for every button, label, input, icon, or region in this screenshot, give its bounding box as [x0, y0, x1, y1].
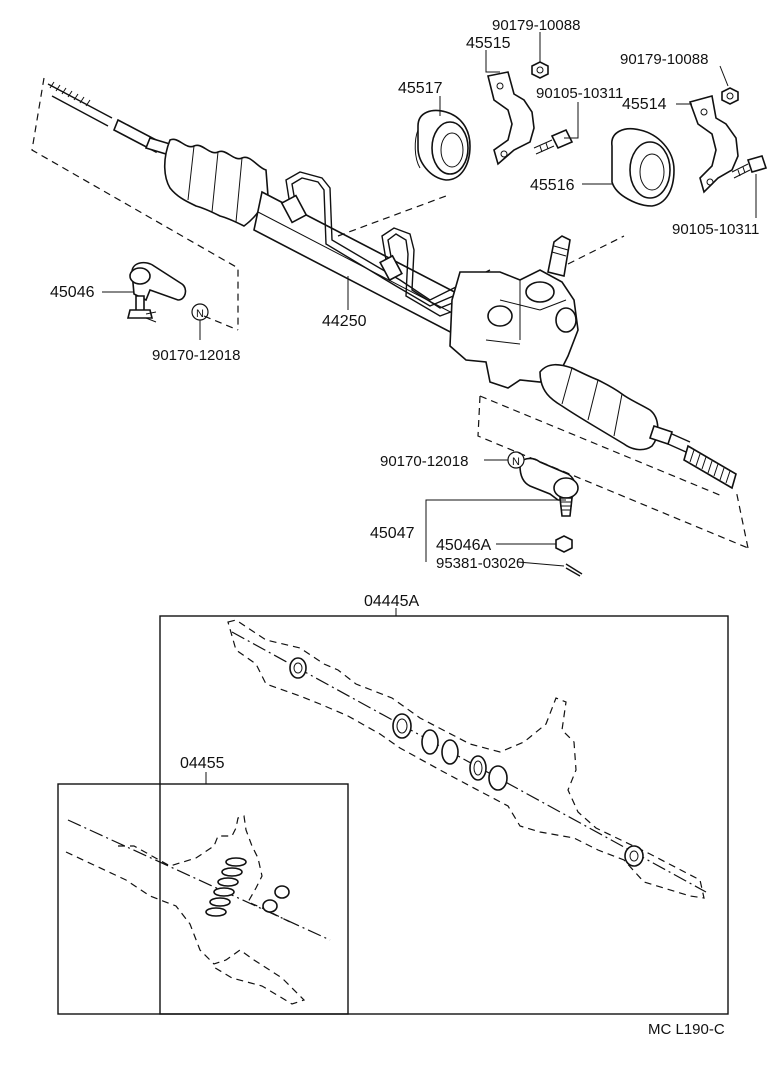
part-labels: 90179-10088 45515 90179-10088 45517 9010…	[50, 17, 759, 1038]
hydraulic-line-lower	[381, 227, 471, 309]
label-45046: 45046	[50, 284, 95, 301]
tie-rod-end-45046A	[519, 457, 579, 517]
label-95381-03020: 95381-03020	[436, 555, 524, 572]
nut-marker-left: N	[191, 303, 209, 321]
kit-04455-rack-outline	[65, 851, 306, 1005]
label-90105-10311-a: 90105-10311	[536, 85, 623, 102]
rack-assembly-44250	[47, 81, 737, 490]
tie-rod-end-45046	[126, 261, 187, 323]
svg-text:N: N	[196, 308, 204, 320]
input-shaft	[547, 235, 571, 277]
left-rack-boot	[163, 138, 269, 227]
label-45517: 45517	[398, 80, 443, 97]
label-90170-12018-b: 90170-12018	[380, 453, 468, 470]
nut-90179-10088-right	[721, 87, 739, 105]
svg-text:N: N	[512, 456, 520, 468]
label-04445A: 04445A	[364, 593, 419, 610]
diagram-code: MC L190-C	[648, 1021, 725, 1038]
label-90179-10088-a: 90179-10088	[492, 17, 580, 34]
kit-04445A-seal-set	[289, 657, 644, 867]
bracket-45515	[487, 71, 535, 166]
label-44250: 44250	[322, 313, 367, 330]
hydraulic-line-upper	[285, 171, 491, 301]
kit-04455-spring-set	[205, 857, 247, 917]
bushing-45516	[611, 128, 675, 207]
right-rack-boot	[539, 363, 659, 451]
label-45515: 45515	[466, 35, 511, 52]
leader-lines	[102, 32, 757, 567]
bolt-90105-10311-right	[731, 155, 768, 179]
label-45514: 45514	[622, 96, 667, 113]
label-90170-12018-a: 90170-12018	[152, 347, 240, 364]
bushing-45517	[414, 109, 471, 181]
kit-04445A-rack-outline	[227, 619, 705, 899]
bracket-45514	[688, 94, 739, 194]
bolt-90105-10311-left	[533, 128, 574, 155]
label-45046A: 45046A	[436, 537, 491, 554]
label-90105-10311-b: 90105-10311	[672, 221, 759, 238]
kit-04445A-frame	[159, 608, 729, 1015]
castle-nut	[555, 535, 573, 553]
nut-90179-10088-left	[531, 61, 549, 79]
label-45516: 45516	[530, 177, 575, 194]
cotter-pin-95381-03020	[565, 563, 583, 577]
kit-04455-plugs	[262, 885, 290, 913]
left-rack-end-threaded	[47, 81, 172, 155]
kit-04455-frame	[57, 772, 349, 1015]
label-90179-10088-b: 90179-10088	[620, 51, 708, 68]
upper-guide-lines	[31, 77, 749, 549]
label-04455: 04455	[180, 755, 225, 772]
label-45047: 45047	[370, 525, 415, 542]
